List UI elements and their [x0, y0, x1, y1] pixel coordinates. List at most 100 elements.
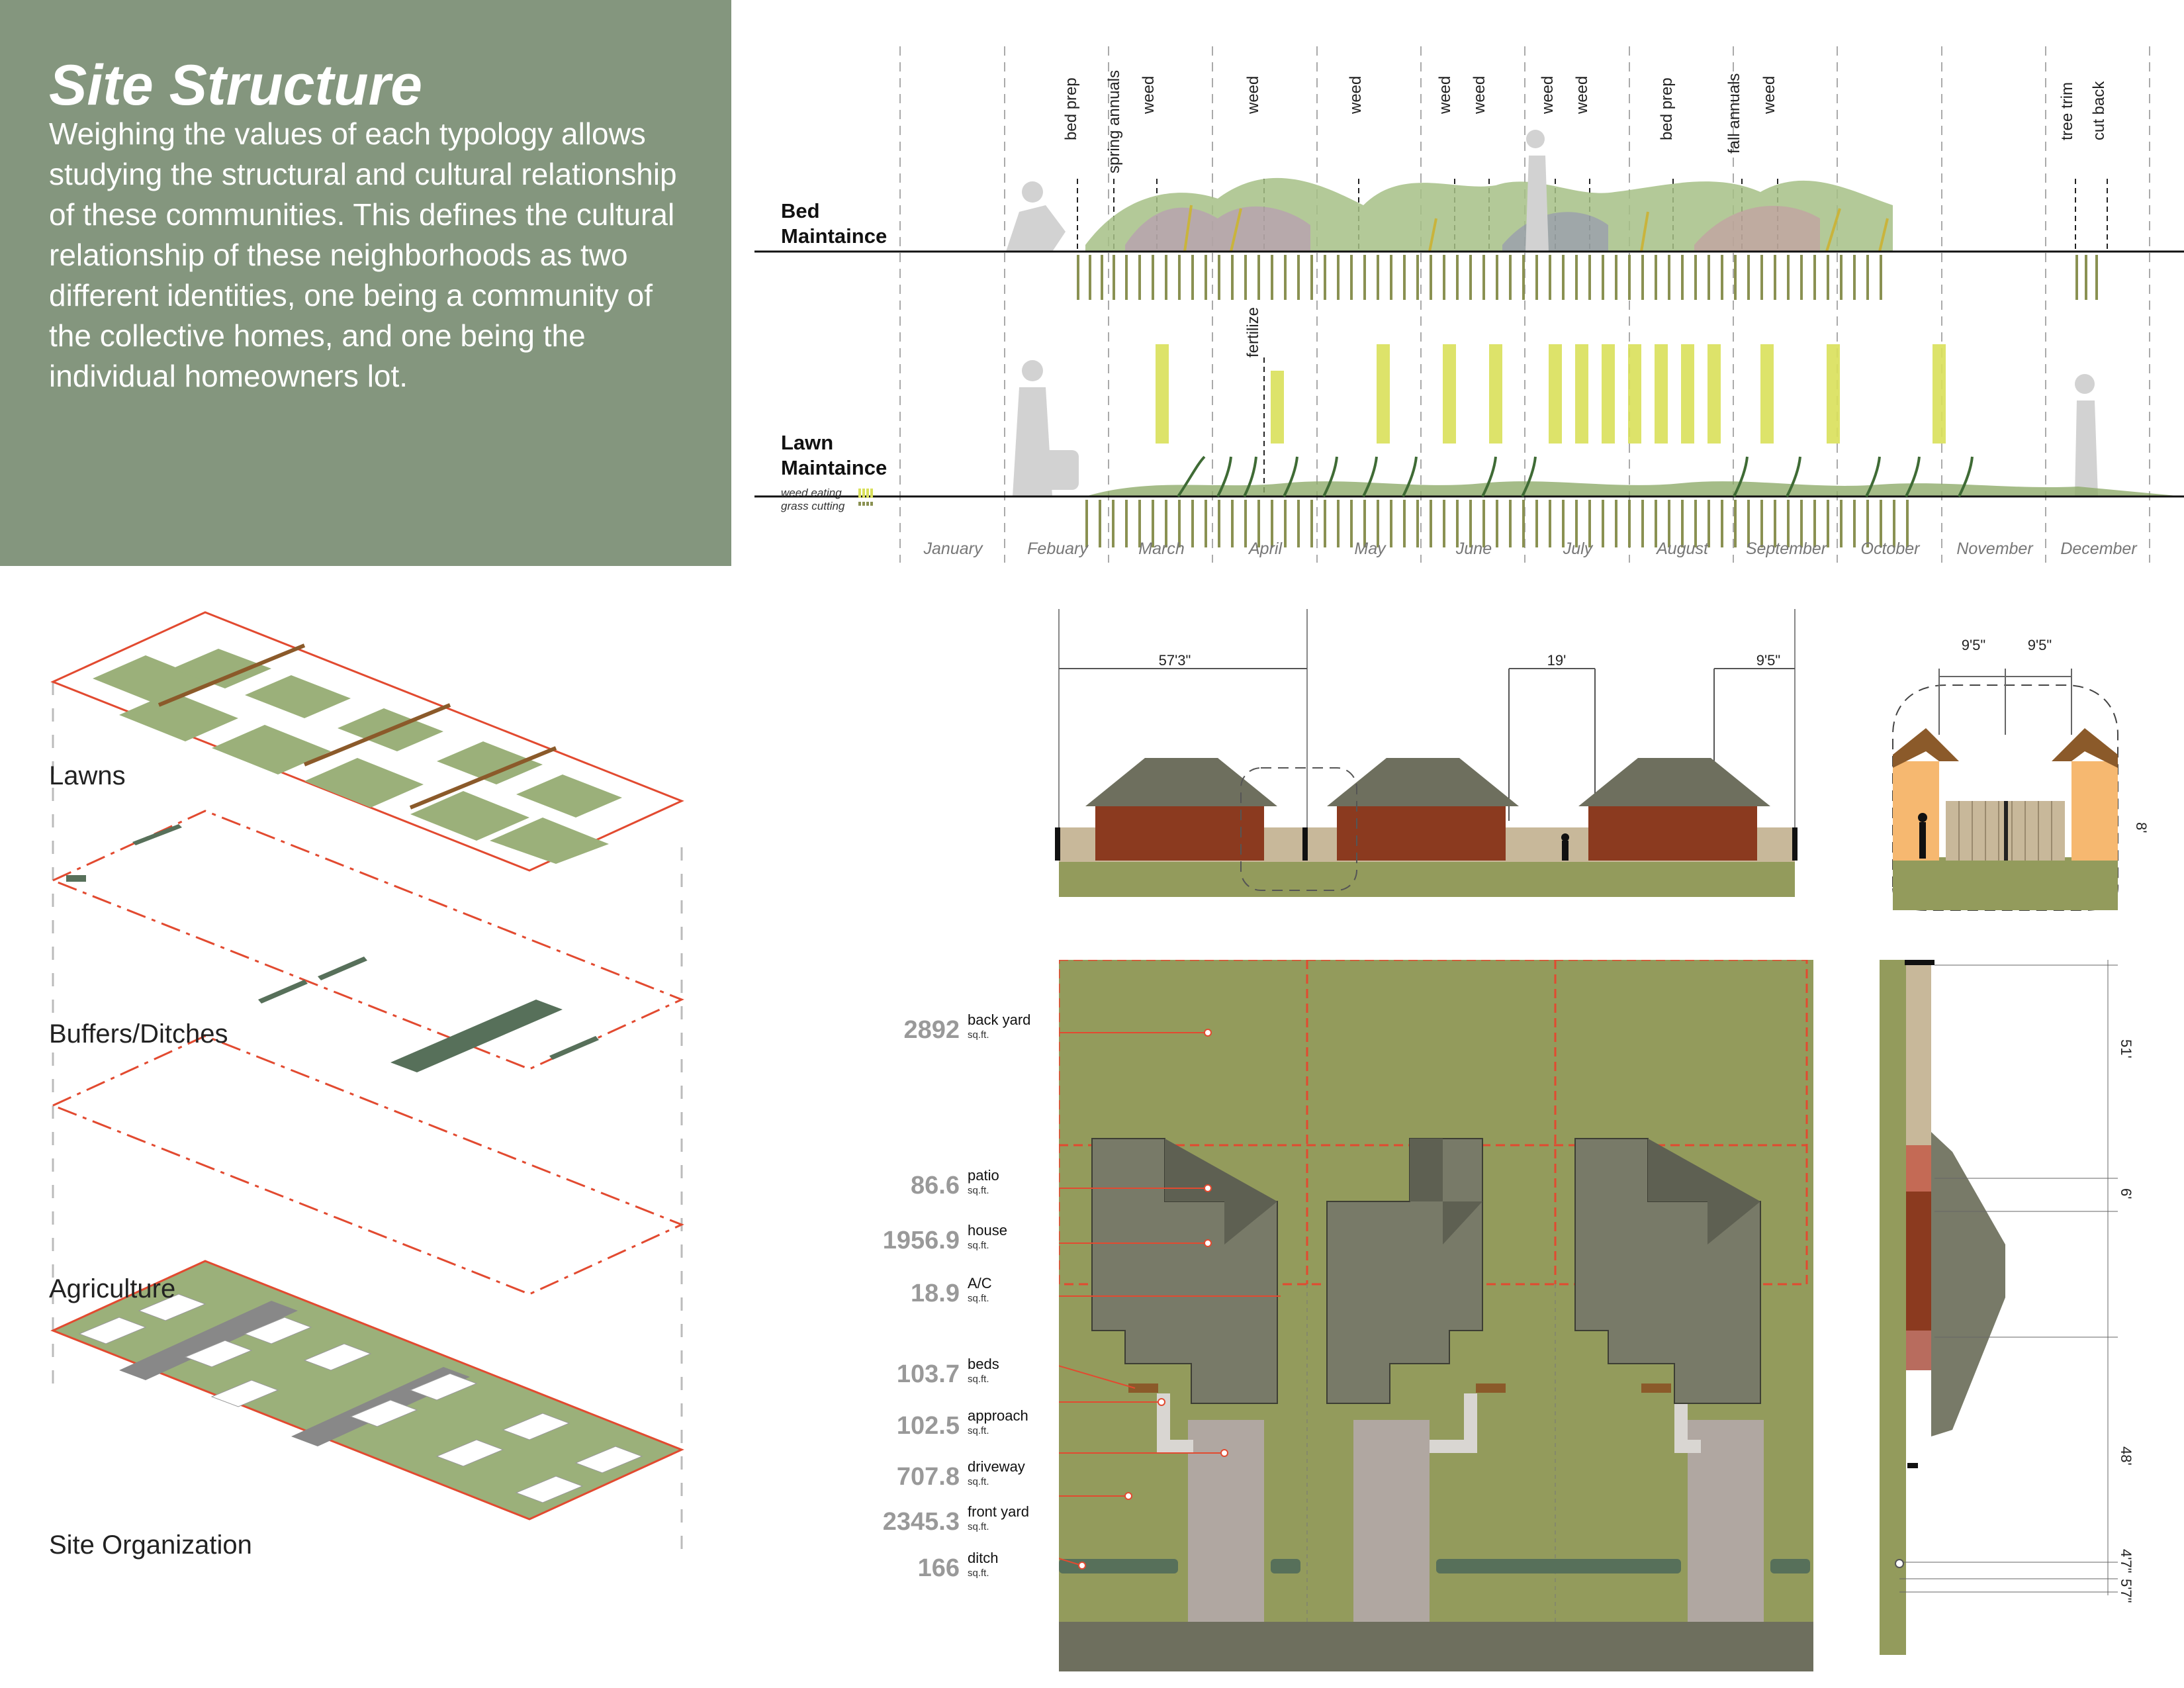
task-label: weed — [1140, 75, 1158, 114]
area-name-driveway: driveway — [968, 1458, 1025, 1475]
task-label: weed — [1573, 75, 1591, 114]
month-label: April — [1248, 539, 1282, 558]
month-label: December — [2060, 539, 2137, 558]
layer-label-agriculture: Agriculture — [49, 1274, 176, 1303]
area-name-ditch: ditch — [968, 1550, 999, 1566]
dim-gap: 19' — [1547, 652, 1567, 669]
bed-label-line1: Bed — [781, 199, 820, 222]
site-organization-layer — [50, 1260, 684, 1521]
area-name-beds: beds — [968, 1356, 999, 1372]
area-unit: sq.ft. — [968, 1029, 989, 1041]
area-value-approach: 102.5 — [896, 1412, 960, 1440]
intro-paragraph: Weighing the values of each typology all… — [49, 117, 677, 393]
area-value-beds: 103.7 — [896, 1360, 960, 1388]
lawns-layer — [50, 611, 684, 872]
layer-label-buffers: Buffers/Ditches — [49, 1019, 228, 1049]
site-plan — [1059, 960, 1813, 1671]
task-label: weed — [1539, 75, 1557, 114]
area-unit: sq.ft. — [968, 1374, 989, 1385]
side-dim-5-7: 5'7" — [2118, 1579, 2134, 1603]
task-label: weed — [1347, 75, 1365, 114]
detail-dim-right: 9'5" — [2027, 637, 2052, 653]
month-label: January — [923, 539, 983, 558]
area-value-ditch: 166 — [917, 1554, 960, 1582]
bed-maintenance-label: Bed Maintaince — [781, 199, 887, 249]
legend-swatches — [858, 489, 873, 506]
area-unit: sq.ft. — [968, 1293, 989, 1304]
dim-side: 9'5" — [1756, 652, 1781, 669]
lawn-label-line2: Maintaince — [781, 456, 887, 479]
side-elevation — [1880, 960, 2118, 1655]
month-label: August — [1657, 539, 1708, 558]
legend-grass-cutting: grass cutting — [781, 500, 845, 512]
task-label: weed — [1244, 75, 1262, 114]
weed-eating-stacks — [1156, 344, 1946, 444]
legend-weed-eating: weed eating — [781, 487, 842, 499]
area-name-frontyard: front yard — [968, 1503, 1029, 1520]
grass-cutting-ticks — [1177, 455, 1974, 498]
street-section — [1055, 609, 1797, 897]
dim-lot-width: 57'3" — [1158, 652, 1191, 669]
month-label: March — [1138, 539, 1185, 558]
grass-cutting-bars — [1085, 500, 1909, 547]
area-name-house: house — [968, 1222, 1007, 1239]
month-label: October — [1860, 539, 1920, 558]
bed-bars — [1077, 255, 2098, 300]
area-value-backyard: 2892 — [903, 1016, 960, 1044]
buffers-layer — [50, 810, 684, 1072]
bed-label-line2: Maintaince — [781, 224, 887, 248]
area-name-patio: patio — [968, 1167, 999, 1184]
month-dividers — [899, 46, 2150, 563]
area-unit: sq.ft. — [968, 1568, 989, 1579]
page-title: Site Structure — [49, 54, 422, 117]
intro-panel — [0, 0, 731, 566]
house-roofs — [1085, 758, 1770, 806]
area-value-patio: 86.6 — [911, 1172, 960, 1199]
area-value-frontyard: 2345.3 — [882, 1508, 960, 1536]
month-label: July — [1563, 539, 1593, 558]
lawn-label-line1: Lawn — [781, 431, 834, 454]
roof-shadows — [1165, 1139, 1760, 1244]
area-unit: sq.ft. — [968, 1185, 989, 1196]
ditches — [1059, 1559, 1810, 1573]
month-label: May — [1354, 539, 1386, 558]
area-name-ac: A/C — [968, 1275, 992, 1291]
area-unit: sq.ft. — [968, 1240, 989, 1251]
area-value-house: 1956.9 — [882, 1227, 960, 1254]
approach-walks — [1157, 1393, 1701, 1453]
detail-dim-height: 8' — [2133, 822, 2150, 833]
lawn-maintenance-label: Lawn Maintaince — [781, 430, 887, 481]
month-label: September — [1745, 539, 1827, 558]
task-label: bed prep — [1658, 77, 1676, 140]
task-label: weed — [1760, 75, 1778, 114]
layer-label-lawns: Lawns — [49, 761, 126, 790]
layer-label-site-organization: Site Organization — [49, 1530, 252, 1560]
task-label: tree trim — [2058, 81, 2076, 140]
month-label: June — [1455, 539, 1492, 558]
side-dim-51: 51' — [2118, 1039, 2134, 1058]
area-unit: sq.ft. — [968, 1476, 989, 1487]
task-label: bed prep — [1062, 77, 1080, 140]
side-dim-6: 6' — [2118, 1188, 2134, 1199]
exploded-layers — [50, 611, 684, 1556]
area-unit: sq.ft. — [968, 1425, 989, 1436]
task-label: cut back — [2090, 81, 2108, 140]
area-name-backyard: back yard — [968, 1011, 1031, 1028]
task-label: fall annuals — [1725, 73, 1743, 154]
bed-plantings — [1085, 177, 1893, 252]
side-dim-48: 48' — [2118, 1446, 2134, 1466]
agriculture-layer — [50, 1035, 684, 1295]
detail-section — [1892, 669, 2118, 911]
area-name-approach: approach — [968, 1407, 1028, 1424]
area-unit: sq.ft. — [968, 1521, 989, 1532]
area-value-driveway: 707.8 — [896, 1463, 960, 1491]
month-label: November — [1956, 539, 2033, 558]
task-label: spring annuals — [1105, 70, 1123, 173]
month-label: Febuary — [1027, 539, 1088, 558]
task-label: weed — [1436, 75, 1454, 114]
house-facades — [1095, 804, 1757, 861]
area-value-ac: 18.9 — [911, 1280, 960, 1307]
detail-dim-left: 9'5" — [1961, 637, 1986, 653]
leader-lines — [1059, 1029, 1281, 1570]
maintenance-calendar — [754, 46, 2184, 563]
